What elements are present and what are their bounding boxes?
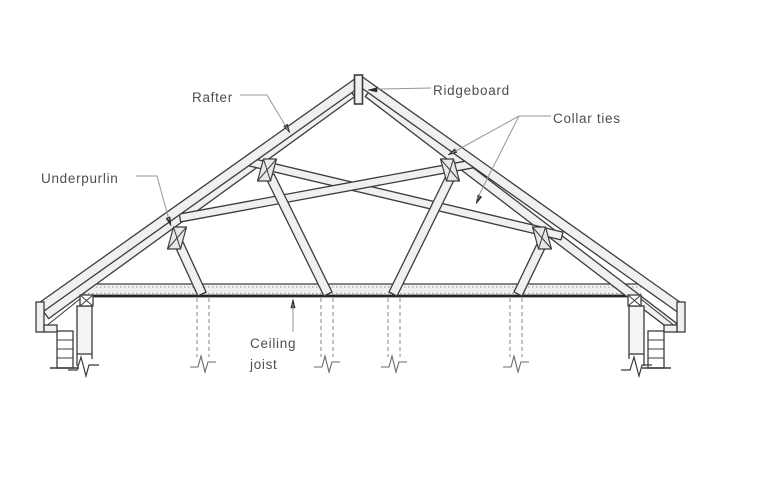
- rafter-leader-tail: [285, 124, 289, 131]
- ridgeboard-leader: [378, 87, 432, 90]
- wall-inner-leaf: [76, 305, 93, 355]
- ridgeboard-member: [353, 74, 364, 105]
- break-symbol-wall: [621, 354, 652, 379]
- wall-plate-hatch: [79, 294, 94, 307]
- break-symbol-small: [314, 353, 340, 375]
- label-underpurlin: Underpurlin: [41, 171, 119, 186]
- soffit-board: [43, 324, 58, 333]
- underpurlin-section-hatch: [257, 158, 277, 182]
- collar-leader-1-tail: [451, 150, 457, 154]
- label-rafter: Rafter: [192, 90, 233, 105]
- break-symbol-small: [381, 353, 407, 375]
- ridgeboard-leader-tail: [376, 88, 380, 91]
- eave-lining-line: [640, 298, 677, 328]
- label-ceiling-joist-line1: Ceiling: [250, 336, 297, 351]
- collar-tie-2-beam: [178, 159, 474, 223]
- strut-3-beam: [388, 173, 456, 297]
- rafter-leader: [240, 94, 289, 131]
- soffit-board: [663, 324, 678, 333]
- break-symbol-wall: [68, 354, 99, 379]
- label-collar-ties: Collar ties: [553, 111, 621, 126]
- fascia-board: [676, 301, 686, 333]
- break-symbol-small: [190, 353, 216, 375]
- wall-plate-hatch: [627, 294, 642, 307]
- underpurlin-section-hatch: [538, 226, 546, 250]
- underpurlin-section-hatch: [446, 158, 454, 182]
- fascia-board: [35, 301, 45, 333]
- eave-lining-line: [44, 298, 81, 328]
- underpurlin-leader-arrowhead: [165, 216, 172, 227]
- collar-leader-1: [451, 115, 520, 154]
- break-symbol-small: [503, 353, 529, 375]
- underpurlin-leader: [136, 175, 170, 221]
- collar-leader-2: [476, 115, 520, 200]
- underpurlin-section-hatch: [167, 226, 187, 250]
- label-ridgeboard: Ridgeboard: [433, 83, 510, 98]
- label-ceiling-joist-line2: joist: [250, 357, 278, 372]
- label-ceiling-joist: Ceiling joist: [250, 333, 296, 375]
- underpurlin-leader-tail: [167, 217, 170, 221]
- collar-leader-2-tail: [476, 195, 481, 200]
- wall-inner-leaf: [628, 305, 645, 355]
- ceiling-joist: [84, 284, 641, 297]
